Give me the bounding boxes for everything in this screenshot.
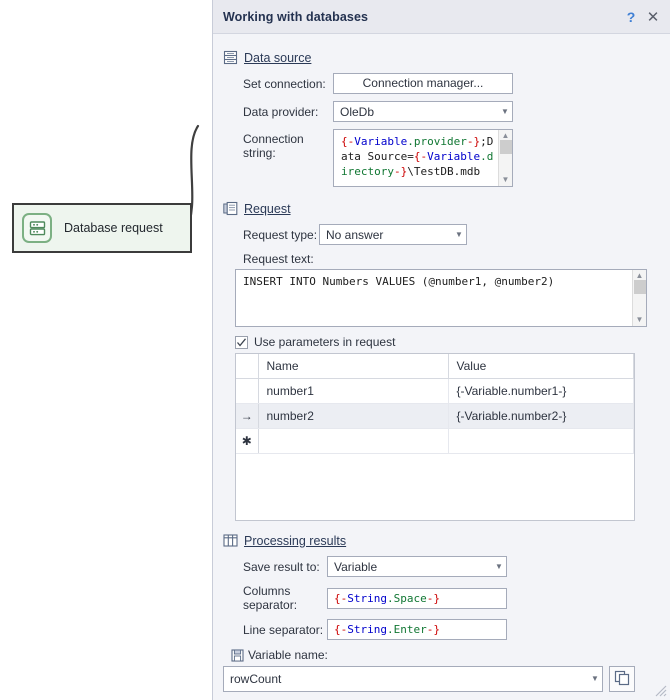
grid-header-row: Name Value	[236, 354, 634, 379]
table-row[interactable]: number1 {-Variable.number1-}	[236, 378, 634, 404]
label-data-provider: Data provider:	[243, 104, 319, 119]
connection-manager-button[interactable]: Connection manager...	[333, 73, 513, 94]
scroll-down-icon[interactable]: ▼	[501, 175, 510, 184]
data-provider-select[interactable]: OleDb ▼	[333, 101, 513, 122]
variable-name-select[interactable]: rowCount ▼	[223, 666, 603, 692]
cell-name[interactable]: number1	[258, 378, 449, 404]
section-header-request: Request	[223, 201, 661, 216]
dialog-working-with-databases: Working with databases ? ✕ Data source S…	[212, 0, 670, 700]
row-data-provider: Data provider: OleDb ▼	[223, 101, 661, 122]
row-selector-current-arrow-icon[interactable]: →	[236, 403, 259, 429]
label-connection-string: Connection string:	[243, 132, 304, 160]
variable-name-row: rowCount ▼	[223, 666, 661, 692]
row-selector-new-asterisk-icon[interactable]: ✱	[236, 428, 259, 454]
label-line-separator: Line separator:	[243, 622, 324, 637]
cell-value[interactable]: {-Variable.number1-}	[448, 378, 634, 404]
grid-col-value[interactable]: Value	[448, 354, 634, 379]
use-parameters-checkbox-row[interactable]: Use parameters in request	[223, 335, 661, 349]
columns-separator-input[interactable]: {-String.Space-}	[327, 587, 507, 609]
variable-name-header: Variable name:	[231, 648, 661, 662]
cell-value[interactable]: {-Variable.number2-}	[448, 403, 634, 429]
dialog-titlebar[interactable]: Working with databases ? ✕	[213, 0, 670, 34]
copy-button[interactable]	[609, 666, 635, 692]
section-header-processing-results: Processing results	[223, 533, 661, 548]
chevron-down-icon: ▼	[501, 106, 509, 116]
chevron-down-icon: ▼	[455, 229, 463, 239]
table-icon	[223, 533, 238, 548]
row-set-connection: Set connection: Connection manager...	[223, 73, 661, 94]
columns-separator-value: {-String.Space-}	[334, 591, 440, 605]
row-line-separator: Line separator: {-String.Enter-}	[223, 619, 661, 640]
node-database-request[interactable]: Database request	[12, 203, 192, 253]
dialog-body: Data source Set connection: Connection m…	[213, 34, 670, 700]
use-parameters-checkbox[interactable]	[235, 335, 248, 349]
save-result-to-select[interactable]: Variable ▼	[327, 556, 507, 577]
cell-name[interactable]: number2	[258, 403, 449, 429]
label-variable-name: Variable name:	[248, 648, 328, 662]
flow-canvas[interactable]: Database request	[0, 0, 212, 700]
save-icon	[231, 648, 244, 662]
grid-empty-area	[236, 454, 634, 520]
label-set-connection: Set connection:	[243, 76, 326, 91]
section-title-processing-results: Processing results	[244, 533, 347, 548]
grid-corner-cell	[236, 354, 259, 379]
close-icon[interactable]: ✕	[646, 8, 660, 26]
row-request-type: Request type: No answer ▼	[223, 224, 661, 245]
grid-col-name[interactable]: Name	[258, 354, 449, 379]
database-icon	[22, 213, 52, 243]
row-connection-string: Connection string: {-Variable.provider-}…	[223, 129, 661, 187]
section-title-request: Request	[244, 201, 291, 216]
label-use-parameters: Use parameters in request	[254, 335, 396, 349]
scroll-thumb[interactable]	[633, 280, 646, 294]
connection-string-textarea[interactable]: {-Variable.provider-};Data Source={-Vari…	[333, 129, 513, 187]
node-label: Database request	[64, 221, 163, 235]
request-text-textarea[interactable]: INSERT INTO Numbers VALUES (@number1, @n…	[235, 269, 647, 327]
document-icon	[223, 201, 238, 216]
database-list-icon	[223, 50, 238, 65]
label-request-text: Request text:	[243, 252, 314, 266]
variable-name-value: rowCount	[230, 672, 282, 686]
parameters-grid[interactable]: Name Value number1 {-Variable.number1-} …	[235, 353, 635, 521]
connection-string-value: {-Variable.provider-};Data Source={-Vari…	[341, 135, 494, 178]
request-type-select[interactable]: No answer ▼	[319, 224, 467, 245]
label-columns-separator: Columns separator:	[243, 584, 298, 612]
scroll-up-icon[interactable]: ▲	[501, 131, 510, 140]
request-text-value: INSERT INTO Numbers VALUES (@number1, @n…	[243, 275, 555, 288]
label-save-result-to: Save result to:	[243, 559, 320, 574]
scroll-down-icon[interactable]: ▼	[635, 315, 644, 324]
dialog-title: Working with databases	[223, 9, 369, 24]
help-icon[interactable]: ?	[626, 8, 636, 25]
row-save-result-to: Save result to: Variable ▼	[223, 556, 661, 577]
table-row[interactable]: → number2 {-Variable.number2-}	[236, 403, 634, 429]
row-selector[interactable]	[236, 378, 259, 404]
copy-icon	[614, 670, 630, 689]
line-separator-value: {-String.Enter-}	[334, 623, 440, 636]
scroll-up-icon[interactable]: ▲	[635, 271, 644, 280]
data-provider-value: OleDb	[340, 104, 375, 119]
section-title-data-source: Data source	[244, 50, 312, 65]
row-columns-separator: Columns separator: {-String.Space-}	[223, 584, 661, 612]
cell-name[interactable]	[258, 428, 449, 454]
connection-string-scrollbar[interactable]: ▲ ▼	[498, 130, 512, 186]
request-type-value: No answer	[326, 227, 384, 242]
chevron-down-icon: ▼	[591, 674, 599, 683]
section-header-data-source: Data source	[223, 50, 661, 65]
save-result-to-value: Variable	[334, 559, 378, 574]
label-request-type: Request type:	[243, 227, 318, 242]
request-text-scrollbar[interactable]: ▲ ▼	[632, 270, 646, 326]
chevron-down-icon: ▼	[495, 561, 503, 571]
line-separator-input[interactable]: {-String.Enter-}	[327, 619, 507, 640]
resize-grip-icon[interactable]	[655, 685, 667, 697]
table-row-new[interactable]: ✱	[236, 428, 634, 454]
row-request-text-label: Request text:	[223, 252, 661, 266]
cell-value[interactable]	[448, 428, 634, 454]
scroll-thumb[interactable]	[499, 140, 512, 154]
